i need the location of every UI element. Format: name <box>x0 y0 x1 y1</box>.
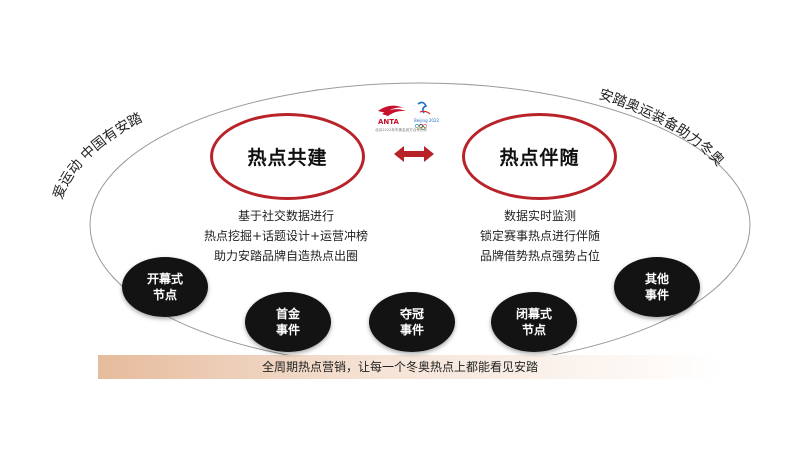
node-first-gold: 首金 事件 <box>245 292 331 352</box>
svg-text:ANTA: ANTA <box>378 118 400 126</box>
left-description-line: 助力安踏品牌自造热点出圈 <box>213 249 358 263</box>
node-closing-ceremony: 闭幕式 节点 <box>491 292 577 352</box>
node-label: 开幕式 节点 <box>146 272 183 302</box>
node-other-events: 其他 事件 <box>614 257 700 317</box>
left-description-line: 基于社交数据进行 <box>237 209 334 223</box>
anta-logo: ANTA <box>378 105 406 126</box>
left-description: 基于社交数据进行 热点挖掘+话题设计+运营冲榜 助力安踏品牌自造热点出圈 <box>156 206 416 266</box>
left-arc-text: 爱运动 中国有安踏 <box>51 110 145 201</box>
double-arrow-icon <box>394 146 434 162</box>
svg-text:Beijing 2022: Beijing 2022 <box>414 118 440 123</box>
node-championship: 夺冠 事件 <box>369 292 455 352</box>
hub-accompany-label: 热点伴随 <box>499 147 580 169</box>
node-label: 首金 事件 <box>275 307 300 337</box>
hub-accompany: 热点伴随 <box>462 113 617 200</box>
timeline-arrow <box>98 355 722 379</box>
node-label: 其他 事件 <box>644 272 669 302</box>
right-description-line: 数据实时监测 <box>503 209 576 223</box>
right-description: 数据实时监测 锁定赛事热点进行伴随 品牌借势热点强势占位 <box>410 206 670 266</box>
banner-text: 全周期热点营销，让每一个冬奥热点上都能看见安踏 <box>261 360 538 374</box>
node-label: 闭幕式 节点 <box>515 307 552 337</box>
node-opening-ceremony: 开幕式 节点 <box>122 257 208 317</box>
hub-co-create: 热点共建 <box>210 113 365 200</box>
hub-co-create-label: 热点共建 <box>247 147 328 169</box>
node-label: 夺冠 事件 <box>399 307 424 337</box>
right-description-line: 品牌借势热点强势占位 <box>479 249 600 263</box>
olympic-emblem-icon: Beijing 2022 <box>414 101 440 130</box>
right-description-line: 锁定赛事热点进行伴随 <box>479 229 600 243</box>
left-description-line: 热点挖掘+话题设计+运营冲榜 <box>203 229 369 243</box>
sponsor-caption: 北京2022年冬奥会官方合作伙伴 <box>375 127 428 132</box>
